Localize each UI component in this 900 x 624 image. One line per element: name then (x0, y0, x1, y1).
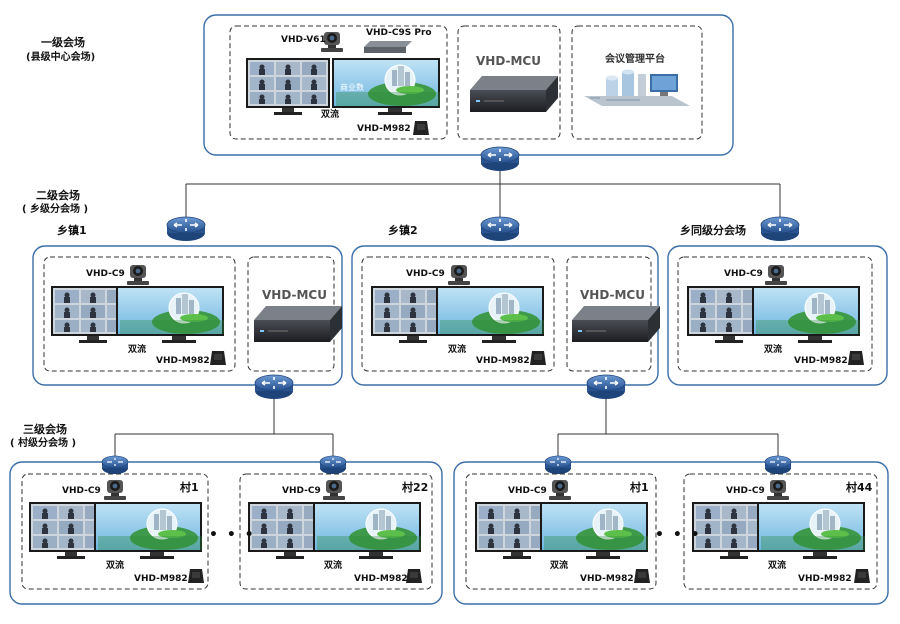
town2-terminal-box (361, 256, 555, 372)
village1b-mic-icon (634, 569, 650, 583)
village44-mic-label: VHD-M982 (798, 574, 852, 584)
town1-mcu-label: VHD-MCU (262, 288, 327, 302)
ellipsis-a: • • • (209, 527, 256, 543)
mcu-server-icon (470, 76, 558, 112)
town3-mic-label: VHD-M982 (794, 356, 848, 366)
town1-terminal-box (43, 256, 236, 372)
core-router-icon (480, 146, 520, 172)
town2-name: 乡镇2 (388, 224, 418, 237)
town1-camera-label: VHD-C9 (86, 269, 125, 279)
town3-content-screen (751, 285, 861, 344)
screen-caption: 商业数 (340, 83, 364, 92)
village1b-content-screen (539, 501, 649, 560)
town2-mcu-label: VHD-MCU (580, 288, 645, 302)
town1-dual-label: 双流 (128, 345, 147, 355)
village44-camera-icon (767, 480, 789, 500)
codec-label: VHD-C9S Pro (366, 28, 432, 38)
county-terminal-box (229, 25, 448, 140)
villages-group-b-frame (453, 461, 889, 605)
village-router-overlay-a2 (319, 455, 347, 475)
village1a-mic-label: VHD-M982 (134, 574, 188, 584)
dual-stream-label: 双流 (321, 110, 340, 120)
town1-branch-router-icon (254, 374, 294, 400)
village22-box (239, 473, 433, 590)
town3-terminal-box (677, 256, 873, 372)
microphone-icon (413, 121, 429, 135)
platform-label: 会议管理平台 (605, 54, 665, 65)
village22-name: 村22 (402, 481, 429, 494)
town1-content-screen (115, 285, 225, 344)
town2-dual-label: 双流 (448, 345, 467, 355)
town1-mic-label: VHD-M982 (156, 356, 210, 366)
village1a-mic-icon (188, 569, 204, 583)
town1-mcu-icon (254, 306, 342, 342)
village1b-mic-label: VHD-M982 (580, 574, 634, 584)
villages-group-a-frame (9, 461, 443, 605)
village22-mic-icon (406, 569, 422, 583)
village1a-camera-icon (104, 480, 126, 500)
village1b-camera-icon (549, 480, 571, 500)
level2-title: 二级会场 (36, 189, 80, 202)
town3-router-icon (760, 216, 800, 242)
town2-camera-icon (448, 265, 470, 285)
town1-camera-icon (127, 265, 149, 285)
town3-camera-label: VHD-C9 (724, 269, 763, 279)
level1-subtitle: (县级中心会场) (26, 52, 96, 63)
town1-mic-icon (210, 351, 226, 365)
town2-mic-label: VHD-M982 (476, 356, 530, 366)
town2-mcu-icon (572, 306, 660, 342)
village22-dual-label: 双流 (324, 561, 343, 571)
management-platform-box (571, 25, 703, 140)
town1-mcu-box (247, 256, 335, 372)
town3-dual-label: 双流 (764, 345, 783, 355)
ellipsis-b: • • • (655, 527, 702, 543)
village44-mic-icon (854, 569, 870, 583)
level2-subtitle: ( 乡级分会场 ) (22, 204, 89, 215)
village1b-box (465, 473, 657, 590)
village-router-overlay-a1 (101, 455, 129, 475)
village-router-overlay-b1 (544, 455, 572, 475)
village44-dual-label: 双流 (768, 561, 787, 571)
town2-router-icon (480, 216, 520, 242)
town2-branch-router-icon (586, 374, 626, 400)
level3-subtitle: ( 村级分会场 ) (10, 438, 77, 449)
village44-name: 村44 (846, 481, 873, 494)
camera-label: VHD-V61 (281, 35, 326, 45)
village22-content-screen (312, 501, 422, 560)
codec-device-icon (364, 41, 412, 53)
village44-box (683, 473, 878, 590)
village1b-camera-label: VHD-C9 (508, 486, 547, 496)
mic-label: VHD-M982 (357, 124, 411, 134)
village1a-box (21, 473, 209, 590)
village22-camera-label: VHD-C9 (282, 486, 321, 496)
town2-content-screen (435, 285, 545, 344)
video-wall-screen (246, 58, 330, 115)
village1a-dual-label: 双流 (106, 561, 125, 571)
management-platform-icon (584, 69, 690, 106)
level1-title: 一级会场 (41, 36, 85, 49)
town3-camera-icon (765, 265, 787, 285)
town1-router-icon (166, 216, 206, 242)
town3-name: 乡同级分会场 (680, 224, 746, 237)
village1b-name: 村1 (630, 481, 649, 494)
county-mcu-box (457, 25, 561, 140)
village44-camera-label: VHD-C9 (726, 486, 765, 496)
village-router-overlay-b2 (764, 455, 792, 475)
level3-title: 三级会场 (23, 423, 67, 436)
town3-mic-icon (848, 351, 864, 365)
town1-name: 乡镇1 (57, 224, 87, 237)
village22-mic-label: VHD-M982 (354, 574, 408, 584)
village44-content-screen (756, 501, 866, 560)
village22-camera-icon (323, 480, 345, 500)
village1a-name: 村1 (180, 481, 199, 494)
village1b-dual-label: 双流 (550, 561, 569, 571)
village1a-content-screen (93, 501, 203, 560)
village1a-camera-label: VHD-C9 (62, 486, 101, 496)
town2-camera-label: VHD-C9 (406, 269, 445, 279)
town2-mic-icon (530, 351, 546, 365)
mcu-label: VHD-MCU (476, 54, 541, 68)
